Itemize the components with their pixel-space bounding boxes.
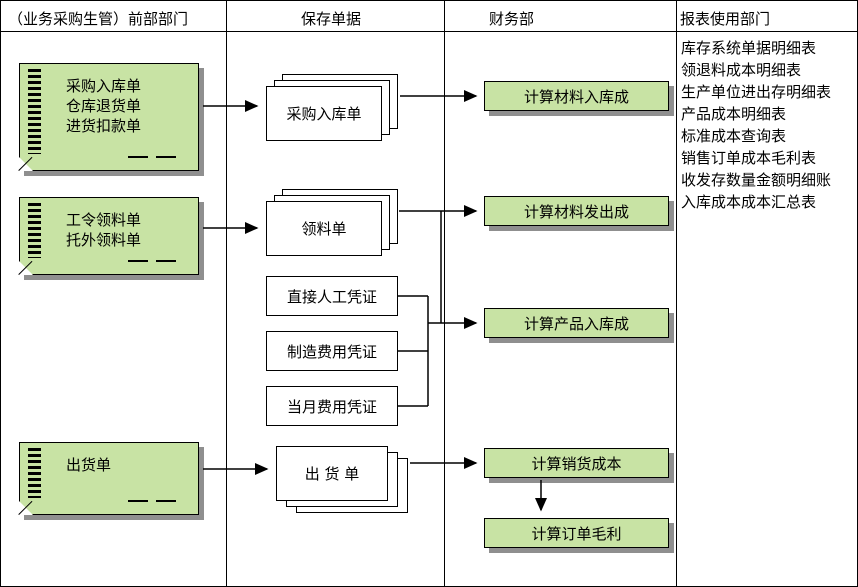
- process-sales-cost: 计算销货成本: [484, 448, 669, 478]
- lane-divider: [226, 1, 227, 586]
- signature-line: [156, 260, 176, 262]
- note-line: 进货扣款单: [66, 117, 142, 135]
- note-line: 出货单: [66, 456, 112, 474]
- report-item: 库存系统单据明细表: [681, 39, 817, 57]
- lane-divider: [676, 1, 677, 586]
- doc-stack-shipment: 出 货 单: [276, 446, 388, 501]
- report-item: 入库成本成本汇总表: [681, 193, 817, 211]
- lane-header-report-users: 报表使用部门: [680, 10, 771, 28]
- process-material-issue-cost: 计算材料发出成: [484, 196, 669, 226]
- note-line: 工令领料单: [66, 211, 142, 229]
- note-shipment: 出货单: [18, 442, 199, 515]
- coil-binding-icon: [28, 203, 41, 258]
- note-text: 采购入库单 仓库退货单 进货扣款单: [66, 76, 141, 136]
- lane-header-save-docs: 保存单据: [301, 10, 362, 28]
- process-material-inbound-cost: 计算材料入库成: [484, 81, 669, 111]
- doc-stack-material-requisition: 领料单: [266, 201, 382, 256]
- fold-corner: [19, 261, 33, 275]
- process-product-inbound-cost: 计算产品入库成: [484, 308, 669, 338]
- lane-header-front-dept: （业务采购生管）前部部门: [8, 10, 189, 28]
- doc-stack-purchase-receipt: 采购入库单: [266, 86, 382, 141]
- header-divider: [1, 31, 857, 32]
- signature-line: [128, 156, 148, 158]
- note-text: 出货单: [66, 455, 111, 475]
- signature-line: [128, 260, 148, 262]
- report-item: 标准成本查询表: [681, 127, 787, 145]
- report-item: 领退料成本明细表: [681, 61, 802, 79]
- note-line: 采购入库单: [66, 77, 142, 95]
- note-purchase-receipts: 采购入库单 仓库退货单 进货扣款单: [18, 63, 199, 171]
- doc-monthly-expense-voucher: 当月费用凭证: [266, 386, 398, 426]
- note-text: 工令领料单 托外领料单: [66, 210, 141, 250]
- report-item: 生产单位进出存明细表: [681, 83, 832, 101]
- fold-corner: [19, 501, 33, 515]
- doc-manufacturing-expense-voucher: 制造费用凭证: [266, 331, 398, 371]
- coil-binding-icon: [28, 448, 41, 498]
- signature-line: [156, 500, 176, 502]
- note-work-orders: 工令领料单 托外领料单: [18, 197, 199, 275]
- process-order-profit: 计算订单毛利: [484, 518, 669, 548]
- report-list: 库存系统单据明细表 领退料成本明细表 生产单位进出存明细表 产品成本明细表 标准…: [681, 37, 831, 213]
- signature-line: [156, 156, 176, 158]
- fold-corner: [19, 157, 33, 171]
- doc-direct-labor-voucher: 直接人工凭证: [266, 276, 398, 316]
- signature-line: [128, 500, 148, 502]
- report-item: 收发存数量金额明细账: [681, 171, 832, 189]
- note-line: 仓库退货单: [66, 97, 142, 115]
- note-line: 托外领料单: [66, 231, 142, 249]
- report-item: 产品成本明细表: [681, 105, 787, 123]
- lane-divider: [444, 1, 445, 586]
- report-item: 销售订单成本毛利表: [681, 149, 817, 167]
- lane-header-finance: 财务部: [489, 10, 535, 28]
- coil-binding-icon: [28, 69, 41, 154]
